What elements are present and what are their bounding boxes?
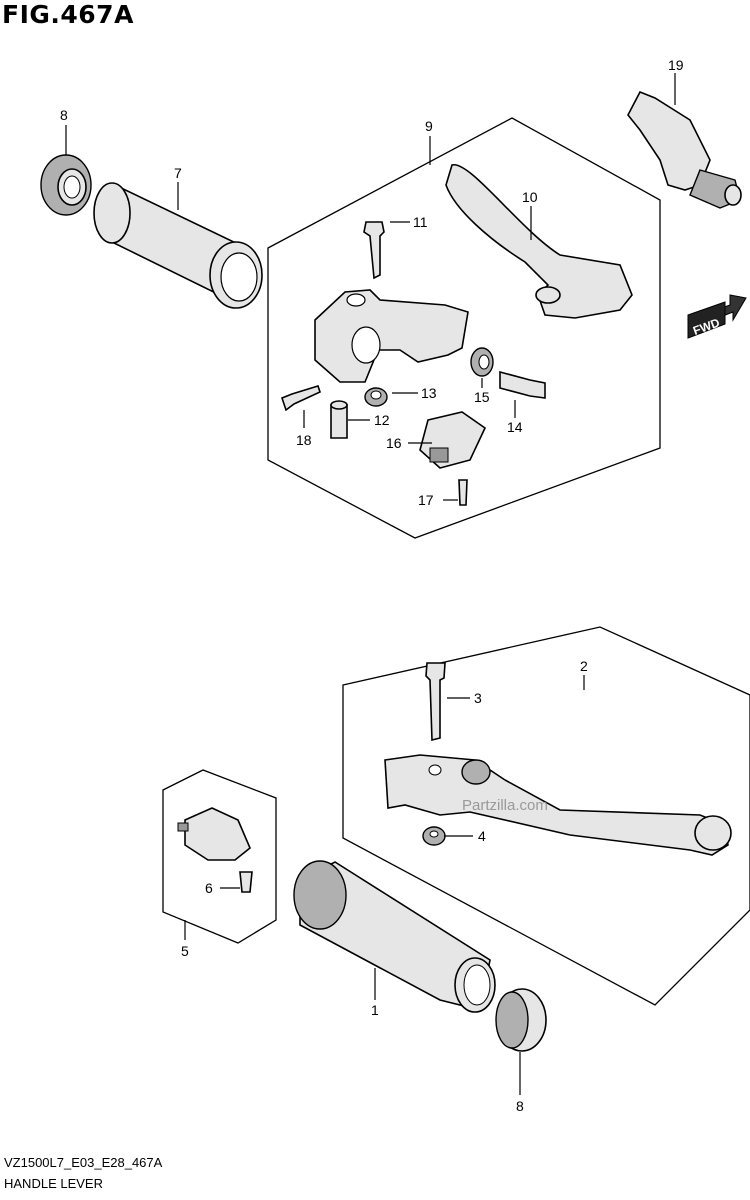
callout-15: 15 xyxy=(474,389,490,405)
part-15-adjuster xyxy=(470,347,494,377)
callout-1: 1 xyxy=(371,1002,379,1018)
watermark: Partzilla.com xyxy=(462,797,548,814)
callout-9: 9 xyxy=(425,118,433,134)
part-19-cover xyxy=(627,90,742,209)
callout-12: 12 xyxy=(374,412,390,428)
part-5-brake-switch xyxy=(177,807,251,861)
part-12-collar xyxy=(330,400,348,439)
callout-2: 2 xyxy=(580,658,588,674)
callout-19: 19 xyxy=(668,57,684,73)
part-4-nut xyxy=(422,826,446,846)
callout-8-upper: 8 xyxy=(60,107,68,123)
callout-18: 18 xyxy=(296,432,312,448)
part-3-pin xyxy=(425,662,446,742)
part-6-screw xyxy=(239,871,253,893)
part-13-nut xyxy=(364,387,388,407)
part-18-screw xyxy=(281,385,321,412)
callout-8-lower: 8 xyxy=(516,1098,524,1114)
assembly-frame-5 xyxy=(162,769,277,944)
part-17-screw xyxy=(458,479,468,506)
figure-name: HANDLE LEVER xyxy=(4,1176,103,1191)
callout-11: 11 xyxy=(413,214,428,230)
part-10-clutch-lever xyxy=(445,164,633,319)
callout-13: 13 xyxy=(421,385,437,401)
part-8-cap-lower xyxy=(495,988,547,1052)
assembly-frame-2 xyxy=(342,626,750,1006)
part-14-adjuster-bolt xyxy=(499,370,546,399)
callout-16: 16 xyxy=(386,435,402,451)
callout-17: 17 xyxy=(418,492,434,508)
part-2-brake-lever xyxy=(384,754,732,856)
part-11-pin xyxy=(363,221,385,280)
fwd-arrow-icon: FWD xyxy=(687,294,747,339)
assembly-frame-9 xyxy=(267,117,661,539)
part-9-bracket xyxy=(314,289,469,383)
callout-6: 6 xyxy=(205,880,213,896)
part-16-clutch-switch xyxy=(419,411,487,469)
callout-3: 3 xyxy=(474,690,482,706)
part-7-grip xyxy=(93,182,263,309)
callout-5: 5 xyxy=(181,943,189,959)
callout-4: 4 xyxy=(478,828,486,844)
leader-lines xyxy=(65,73,676,1095)
callout-14: 14 xyxy=(507,419,523,435)
figure-title: FIG.467A xyxy=(2,0,134,29)
callout-7: 7 xyxy=(174,165,182,181)
callout-10: 10 xyxy=(522,189,538,205)
figure-code: VZ1500L7_E03_E28_467A xyxy=(4,1155,163,1170)
part-8-ring-upper xyxy=(40,154,92,216)
part-1-throttle-grip xyxy=(293,860,496,1013)
